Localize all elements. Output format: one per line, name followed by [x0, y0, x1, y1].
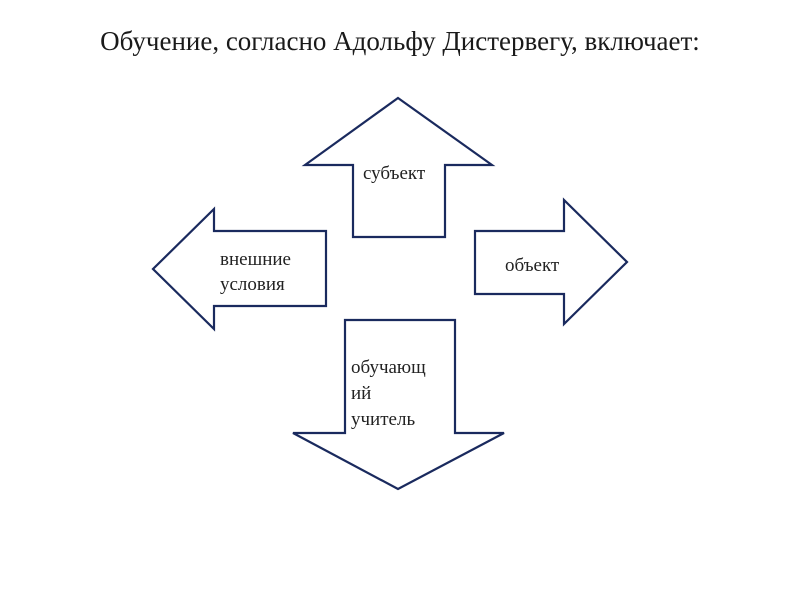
up-arrow [301, 96, 496, 239]
label-learner-teacher: обучающ ий учитель [351, 355, 426, 433]
label-line: ий [351, 383, 372, 404]
label-line: обучающ [351, 357, 426, 378]
left-arrow [151, 206, 328, 332]
label-subject: субъект [363, 163, 426, 184]
down-arrow [292, 318, 505, 491]
slide-title: Обучение, согласно Адольфу Дистервегу, в… [100, 26, 700, 56]
label-line: учитель [351, 409, 416, 430]
label-line: условия [220, 274, 285, 295]
label-external-conditions: внешние условия [220, 247, 291, 297]
right-arrow [473, 197, 629, 327]
label-line: внешние [220, 249, 291, 270]
label-object: объект [505, 255, 560, 276]
